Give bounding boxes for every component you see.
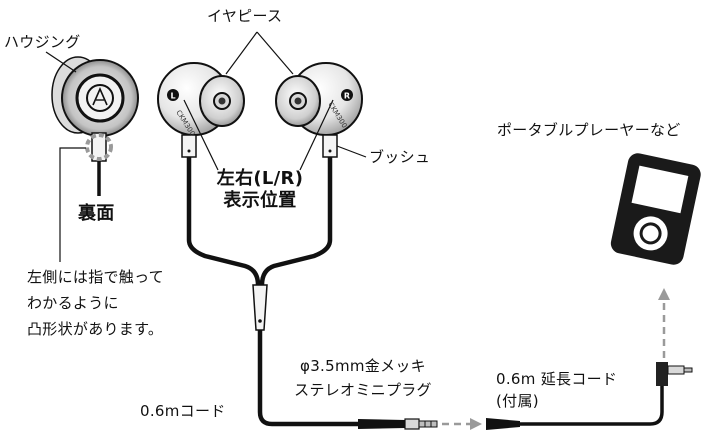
extension-label-line1: 0.6m 延長コード [496,370,618,388]
plug-label-line2: ステレオミニプラグ [294,381,432,399]
tactile-leader [59,147,86,262]
connect-arrow-head [470,418,482,430]
portable-player-label: ポータブルプレーヤーなど [497,121,681,139]
cord-splitter [252,284,268,331]
tactile-note-line2: わかるように [27,294,119,312]
right-earbud [275,62,363,158]
left-earbud [157,62,245,158]
extension-label-line2: (付属) [496,392,539,410]
lr-mark-label-line2: 表示位置 [223,190,297,211]
eartips-label: イヤピース [207,7,283,25]
back-side-label: 裏面 [78,203,115,224]
extension-cord [486,362,693,430]
bushing-leader [336,145,367,158]
lr-leader-right [299,99,334,171]
plug-label-line1: φ3.5mm金メッキ [300,357,426,375]
bushing-label: ブッシュ [369,148,431,166]
right-letter-mark: R [344,92,350,101]
eartips-leader [225,31,294,75]
tactile-note-line3: 凸形状があります。 [27,320,164,338]
housing-label: ハウジング [4,33,81,51]
stereo-mini-plug [358,418,438,430]
lr-leader-left [183,99,219,171]
cable-right [259,157,333,286]
cord-length-label: 0.6mコード [140,402,226,420]
back-view-earbud [51,56,139,196]
main-cord [257,330,358,427]
tactile-note-line1: 左側には指で触って [27,268,164,286]
left-letter-mark: L [170,92,175,101]
player-arrow-head [658,288,670,300]
housing-leader [45,51,77,73]
cable-left [186,157,261,286]
portable-player-icon [610,153,701,265]
tactile-bump-highlight [85,133,113,161]
lr-mark-label-line1: 左右(L/R) [216,168,304,189]
